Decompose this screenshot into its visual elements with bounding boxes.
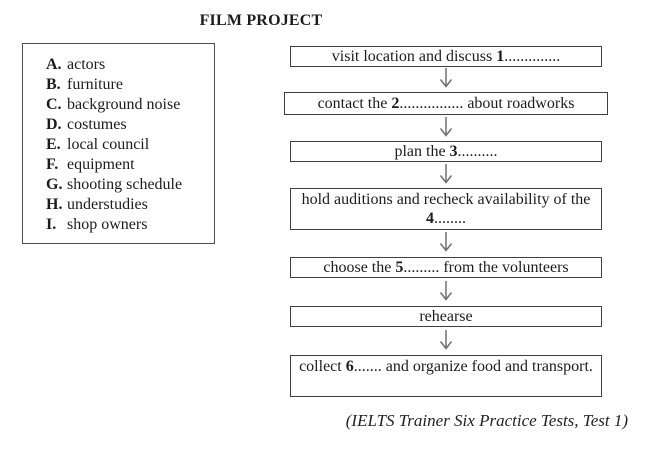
option-letter: D. bbox=[46, 116, 62, 133]
option-letter: I. bbox=[46, 216, 57, 233]
down-arrow-icon bbox=[438, 330, 454, 353]
option-letter: E. bbox=[46, 136, 61, 153]
gap-dots: ........ bbox=[434, 210, 466, 227]
step-text: about roadworks bbox=[463, 95, 575, 112]
option-letter: F. bbox=[46, 156, 59, 173]
flow-step-6: rehearse bbox=[290, 306, 602, 327]
option-label: background noise bbox=[67, 96, 181, 113]
page-title: FILM PROJECT bbox=[199, 12, 323, 29]
option-label: local council bbox=[67, 136, 150, 153]
option-item-f: F. equipment bbox=[23, 155, 214, 175]
option-label: understudies bbox=[67, 196, 148, 213]
gap-number: 6 bbox=[345, 358, 354, 375]
option-item-c: C. background noise bbox=[23, 95, 214, 115]
step-text: choose the bbox=[323, 259, 396, 276]
option-label: actors bbox=[67, 56, 106, 73]
option-label: shooting schedule bbox=[67, 176, 183, 193]
flow-step-7: collect 6....... and organize food and t… bbox=[290, 355, 602, 397]
flow-step-4: hold auditions and recheck availability … bbox=[290, 188, 602, 230]
option-label: furniture bbox=[67, 76, 123, 93]
gap-dots: ......... bbox=[403, 259, 440, 276]
option-item-d: D. costumes bbox=[23, 115, 214, 135]
step-text: hold auditions and recheck availability … bbox=[301, 191, 591, 208]
down-arrow-icon bbox=[438, 68, 454, 91]
flow-step-5: choose the 5......... from the volunteer… bbox=[290, 257, 602, 278]
step-text: and organize food and transport. bbox=[381, 358, 593, 375]
option-item-b: B. furniture bbox=[23, 75, 214, 95]
gap-number: 5 bbox=[395, 259, 404, 276]
flow-step-3: plan the 3.......... bbox=[290, 141, 602, 162]
step-text: rehearse bbox=[419, 308, 473, 325]
option-letter: H. bbox=[46, 196, 63, 213]
option-letter: C. bbox=[46, 96, 62, 113]
down-arrow-icon bbox=[438, 232, 454, 255]
gap-number: 3 bbox=[449, 143, 458, 160]
option-item-h: H. understudies bbox=[23, 195, 214, 215]
option-letter: A. bbox=[46, 56, 62, 73]
gap-number: 1 bbox=[496, 48, 505, 65]
down-arrow-icon bbox=[438, 281, 454, 304]
step-text: from the volunteers bbox=[439, 259, 569, 276]
option-label: shop owners bbox=[67, 216, 148, 233]
option-letter: B. bbox=[46, 76, 61, 93]
option-letter: G. bbox=[46, 176, 63, 193]
step-text: visit location and discuss bbox=[331, 48, 497, 65]
flow-step-1: visit location and discuss 1............… bbox=[290, 46, 602, 67]
option-item-a: A. actors bbox=[23, 55, 214, 75]
gap-dots: ....... bbox=[353, 358, 382, 375]
gap-number: 4 bbox=[426, 210, 434, 227]
options-list: A. actors B. furniture C. background noi… bbox=[22, 43, 215, 244]
option-label: equipment bbox=[67, 156, 135, 173]
option-item-e: E. local council bbox=[23, 135, 214, 155]
step-text: contact the bbox=[317, 95, 392, 112]
source-citation: (IELTS Trainer Six Practice Tests, Test … bbox=[345, 411, 628, 430]
option-item-g: G. shooting schedule bbox=[23, 175, 214, 195]
gap-dots: .......... bbox=[457, 143, 498, 160]
gap-number: 2 bbox=[391, 95, 400, 112]
option-label: costumes bbox=[67, 116, 127, 133]
option-item-i: I. shop owners bbox=[23, 215, 214, 235]
down-arrow-icon bbox=[438, 117, 454, 140]
gap-dots: .............. bbox=[504, 48, 561, 65]
down-arrow-icon bbox=[438, 164, 454, 187]
flow-step-2: contact the 2................ about road… bbox=[284, 92, 608, 115]
gap-dots: ................ bbox=[399, 95, 464, 112]
step-text: collect bbox=[299, 358, 346, 375]
step-text: plan the bbox=[394, 143, 450, 160]
